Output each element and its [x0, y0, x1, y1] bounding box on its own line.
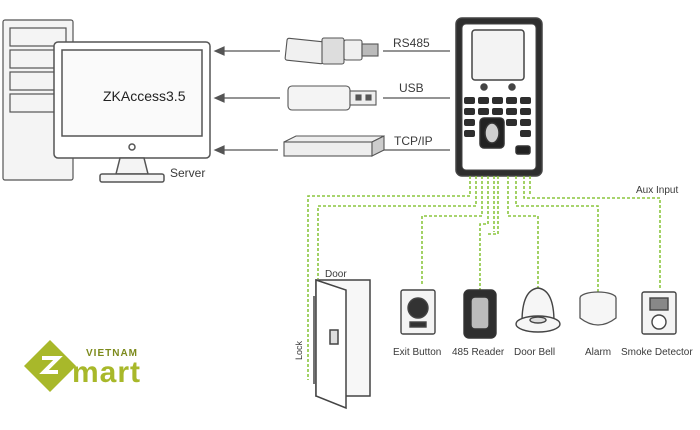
reader-485-icon: [463, 289, 497, 339]
label-aux-input: Aux Input: [636, 185, 679, 196]
rs485-converter-icon: [284, 37, 379, 65]
label-door-bell: Door Bell: [514, 347, 556, 358]
label-software: ZKAccess3.5: [103, 88, 186, 104]
green-wiring: [307, 176, 661, 380]
label-smoke-detector: Smoke Detector: [621, 347, 693, 358]
connection-arrows: [213, 46, 450, 155]
label-alarm: Alarm: [585, 347, 612, 358]
logo-word: mart: [72, 356, 142, 389]
label-usb: USB: [399, 81, 424, 95]
label-lock: Lock: [294, 340, 304, 360]
fingerprint-sensor-icon: [479, 117, 531, 155]
label-door: Door: [325, 269, 347, 280]
monitor: [53, 41, 211, 183]
exit-button-icon: [400, 289, 436, 335]
vietnam-smart-logo: [24, 340, 76, 392]
smoke-detector-icon: [641, 291, 677, 335]
logo-top-text: VIETNAM: [86, 348, 138, 359]
label-rs485: RS485: [393, 36, 430, 50]
door-bell-icon: [515, 287, 561, 333]
label-exit-button: Exit Button: [393, 347, 442, 358]
network-switch-icon: [283, 135, 385, 157]
label-485-reader: 485 Reader: [452, 347, 505, 358]
door-icon: [313, 278, 371, 410]
alarm-icon: [579, 291, 617, 326]
terminal-keypad: [464, 97, 531, 137]
usb-stick-icon: [287, 85, 377, 111]
label-tcpip: TCP/IP: [394, 134, 433, 148]
label-server: Server: [170, 166, 206, 180]
